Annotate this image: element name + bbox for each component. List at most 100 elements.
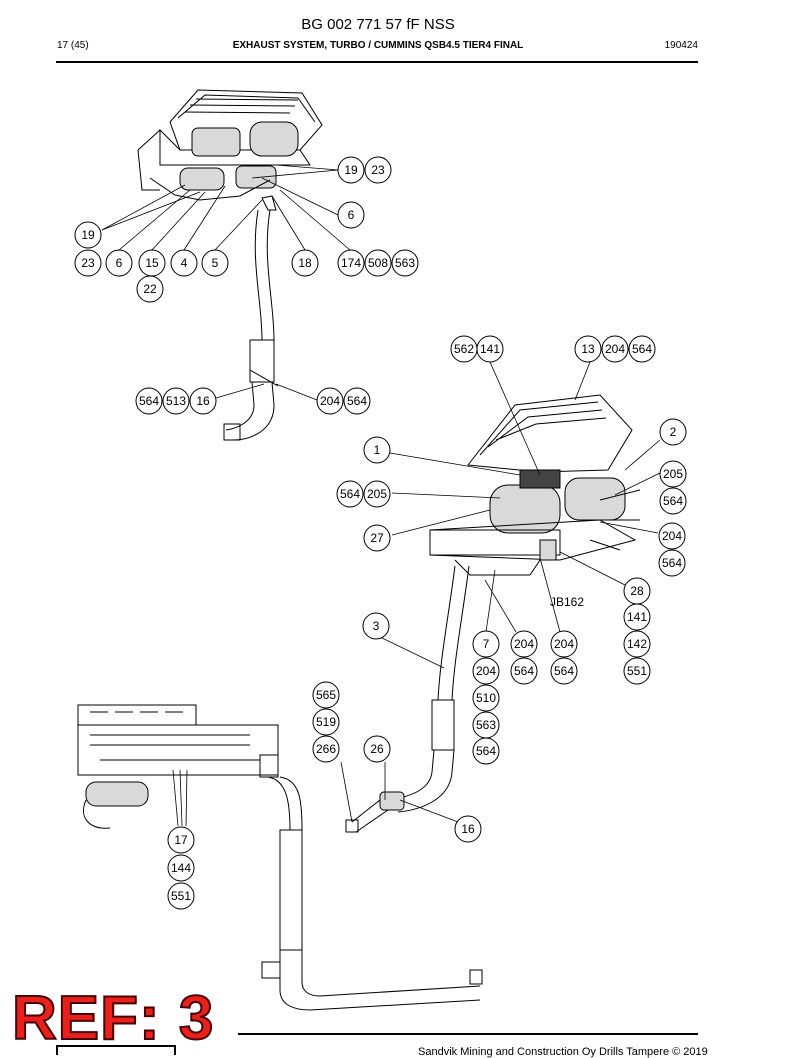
jb-label: JB162 — [550, 595, 584, 609]
assembly-lower-left — [77, 704, 483, 1011]
svg-text:564: 564 — [476, 744, 496, 758]
svg-text:142: 142 — [627, 637, 647, 651]
svg-text:564: 564 — [514, 664, 534, 678]
svg-text:565: 565 — [316, 688, 336, 702]
svg-text:17: 17 — [174, 833, 188, 847]
svg-text:6: 6 — [348, 208, 355, 222]
svg-text:22: 22 — [143, 282, 157, 296]
svg-text:204: 204 — [476, 664, 496, 678]
callout-6-b: 6 — [105, 249, 133, 277]
callout-27: 27 — [363, 524, 391, 552]
callout-28: 28 — [623, 577, 651, 605]
callout-16-a: 16 — [189, 387, 217, 415]
callout-564-c: 564 — [343, 387, 371, 415]
callout-564-d: 564 — [336, 480, 364, 508]
svg-text:4: 4 — [181, 256, 188, 270]
page-title: EXHAUST SYSTEM, TURBO / CUMMINS QSB4.5 T… — [232, 40, 524, 51]
callout-204-b: 204 — [316, 387, 344, 415]
svg-text:564: 564 — [663, 494, 683, 508]
assembly-right — [345, 394, 641, 833]
svg-text:174: 174 — [341, 256, 361, 270]
callout-564-a: 564 — [628, 335, 656, 363]
callout-17: 17 — [167, 826, 195, 854]
svg-text:23: 23 — [371, 163, 385, 177]
svg-text:513: 513 — [166, 394, 186, 408]
callout-564-i: 564 — [472, 737, 500, 765]
callout-204-e: 204 — [550, 630, 578, 658]
copyright-notice: Sandvik Mining and Construction Oy Drill… — [418, 1046, 708, 1058]
page-number: 17 (45) — [57, 40, 89, 51]
callout-18: 18 — [291, 249, 319, 277]
svg-text:205: 205 — [663, 467, 683, 481]
callout-551-b: 551 — [167, 882, 195, 910]
svg-text:144: 144 — [171, 861, 191, 875]
svg-text:551: 551 — [171, 889, 191, 903]
svg-text:510: 510 — [476, 691, 496, 705]
callout-142: 142 — [623, 630, 651, 658]
brand-logo-stub — [56, 1045, 176, 1055]
callout-144: 144 — [167, 854, 195, 882]
callout-23-a: 23 — [364, 156, 392, 184]
callout-564-f: 564 — [658, 549, 686, 577]
svg-text:141: 141 — [627, 610, 647, 624]
svg-text:2: 2 — [670, 425, 677, 439]
callout-564-g: 564 — [510, 657, 538, 685]
svg-text:204: 204 — [554, 637, 574, 651]
callout-5: 5 — [201, 249, 229, 277]
svg-text:16: 16 — [461, 822, 475, 836]
callout-1: 1 — [363, 436, 391, 464]
svg-text:1: 1 — [374, 443, 381, 457]
svg-text:564: 564 — [632, 342, 652, 356]
callout-141-b: 141 — [623, 603, 651, 631]
svg-text:16: 16 — [196, 394, 210, 408]
svg-text:564: 564 — [554, 664, 574, 678]
assembly-upper-left — [137, 89, 323, 441]
svg-text:23: 23 — [81, 256, 95, 270]
svg-text:205: 205 — [367, 487, 387, 501]
callout-204-c: 204 — [658, 522, 686, 550]
svg-text:7: 7 — [483, 637, 490, 651]
callout-564-b: 564 — [135, 387, 163, 415]
svg-text:563: 563 — [395, 256, 415, 270]
callout-26: 26 — [363, 735, 391, 763]
callout-22: 22 — [136, 275, 164, 303]
callout-519: 519 — [312, 708, 340, 736]
svg-text:6: 6 — [116, 256, 123, 270]
callout-19-a: 19 — [337, 156, 365, 184]
callout-19-b: 19 — [74, 221, 102, 249]
callout-174: 174 — [337, 249, 365, 277]
callout-204-a: 204 — [601, 335, 629, 363]
svg-text:564: 564 — [347, 394, 367, 408]
callout-15: 15 — [138, 249, 166, 277]
svg-text:18: 18 — [298, 256, 312, 270]
svg-text:141: 141 — [480, 342, 500, 356]
callout-bubbles: 19 23 6 19 23 6 15 4 5 18 174 508 563 22… — [74, 156, 687, 910]
header-rule — [56, 61, 698, 63]
svg-text:27: 27 — [370, 531, 384, 545]
svg-text:564: 564 — [139, 394, 159, 408]
svg-text:508: 508 — [368, 256, 388, 270]
callout-564-e: 564 — [659, 487, 687, 515]
callout-204-f: 204 — [472, 657, 500, 685]
callout-2: 2 — [659, 418, 687, 446]
callout-563-a: 563 — [391, 249, 419, 277]
svg-text:204: 204 — [514, 637, 534, 651]
callout-141-a: 141 — [476, 335, 504, 363]
date-code: 190424 — [664, 40, 698, 51]
svg-text:19: 19 — [344, 163, 358, 177]
svg-text:5: 5 — [212, 256, 219, 270]
callout-7: 7 — [472, 630, 500, 658]
callout-204-d: 204 — [510, 630, 538, 658]
svg-text:19: 19 — [81, 228, 95, 242]
callout-266: 266 — [312, 735, 340, 763]
callout-3: 3 — [362, 612, 390, 640]
callout-16-b: 16 — [454, 815, 482, 843]
svg-text:26: 26 — [370, 742, 384, 756]
svg-text:562: 562 — [454, 342, 474, 356]
svg-text:3: 3 — [373, 619, 380, 633]
callout-4: 4 — [170, 249, 198, 277]
svg-text:564: 564 — [340, 487, 360, 501]
callout-510: 510 — [472, 684, 500, 712]
callout-23-b: 23 — [74, 249, 102, 277]
